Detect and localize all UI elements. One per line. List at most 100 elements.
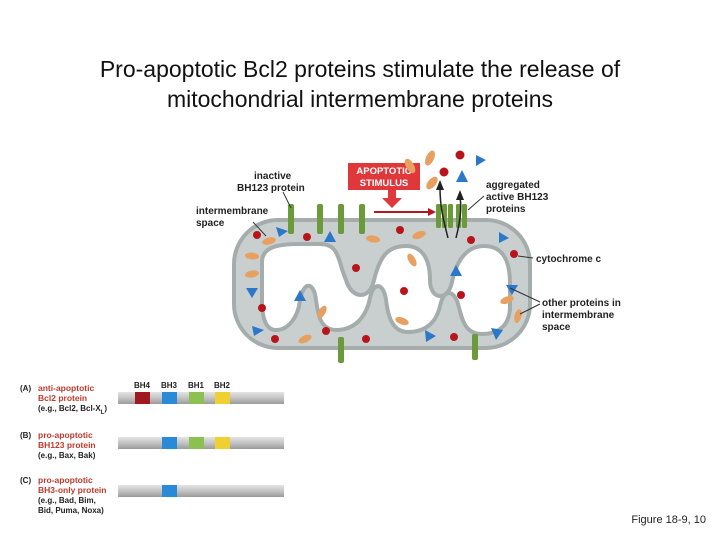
cytochrome-c bbox=[457, 291, 465, 299]
legend-b-letter: (B) bbox=[20, 431, 31, 440]
domain-bh2 bbox=[215, 437, 230, 449]
legend-b-line3: (e.g., Bax, Bak) bbox=[38, 451, 96, 460]
domain-bh3 bbox=[162, 437, 177, 449]
slide-title-line2: mitochondrial intermembrane proteins bbox=[166, 86, 554, 112]
blue-protein bbox=[476, 155, 486, 166]
blue-protein bbox=[294, 290, 306, 301]
domain-bh2 bbox=[215, 392, 230, 404]
orange-protein bbox=[245, 270, 259, 278]
legend-c-letter: (C) bbox=[20, 476, 31, 485]
orange-protein bbox=[412, 230, 426, 240]
domain-header-bh3: BH3 bbox=[161, 381, 178, 390]
cytochrome-c bbox=[303, 233, 311, 241]
label-inactive-line1: inactive bbox=[254, 171, 292, 182]
cytochrome-c bbox=[352, 264, 360, 272]
cytochrome-c bbox=[467, 236, 475, 244]
stimulus-label-line1: APOPTOTIC bbox=[356, 166, 411, 177]
legend-a-line3: (e.g., Bcl2, Bcl-XL) bbox=[38, 404, 107, 416]
release-arrow bbox=[439, 187, 449, 239]
legend-c-line2: BH3-only protein bbox=[38, 485, 106, 495]
blue-protein bbox=[499, 232, 509, 243]
stimulus-to-pore-arrow-head bbox=[428, 208, 436, 216]
label-other-line2: intermembrane bbox=[542, 310, 615, 321]
domain-bh4 bbox=[135, 392, 150, 404]
protein-bar-c bbox=[118, 485, 284, 497]
legend-a-line2: Bcl2 protein bbox=[38, 393, 87, 403]
label-other-line3: space bbox=[542, 322, 571, 333]
blue-protein bbox=[276, 227, 288, 237]
inactive-bh123-protein bbox=[338, 204, 344, 234]
leader-other-proteins bbox=[509, 287, 541, 303]
figure-caption: Figure 18-9, 10 bbox=[631, 514, 706, 526]
legend-c-line3: (e.g., Bad, Bim, bbox=[38, 496, 96, 505]
inactive-bh123-protein bbox=[359, 204, 365, 234]
orange-protein bbox=[407, 253, 417, 267]
cytochrome-c bbox=[322, 327, 330, 335]
cytochrome-c bbox=[455, 150, 465, 160]
cytochrome-c bbox=[450, 333, 458, 341]
orange-protein bbox=[366, 235, 380, 243]
domain-header-bh1: BH1 bbox=[188, 381, 205, 390]
slide-title-line1: Pro-apoptotic Bcl2 proteins stimulate th… bbox=[99, 56, 621, 82]
legend-b-line2: BH123 protein bbox=[38, 440, 96, 450]
orange-protein bbox=[514, 309, 522, 323]
release-arrow bbox=[455, 197, 462, 239]
blue-protein bbox=[252, 326, 264, 336]
legend-b-line1: pro-apoptotic bbox=[38, 430, 93, 440]
slide-title: Pro-apoptotic Bcl2 proteins stimulate th… bbox=[20, 54, 700, 114]
label-intermembrane-line2: space bbox=[196, 218, 225, 229]
leader-aggregated bbox=[467, 195, 485, 211]
orange-protein bbox=[426, 176, 438, 190]
label-aggregated-line3: proteins bbox=[486, 204, 526, 215]
legend-a-line1: anti-apoptotic bbox=[38, 383, 94, 393]
leader-intermembrane bbox=[252, 221, 267, 237]
cytochrome-c bbox=[510, 250, 518, 258]
orange-protein bbox=[317, 305, 327, 319]
inactive-bh123-protein bbox=[338, 337, 344, 363]
domain-bh3 bbox=[162, 392, 177, 404]
cytochrome-c bbox=[362, 335, 370, 343]
release-arrow-head bbox=[456, 190, 464, 200]
label-cytochrome: cytochrome c bbox=[536, 254, 601, 265]
orange-protein bbox=[404, 158, 416, 174]
blue-protein bbox=[491, 328, 503, 340]
cytochrome-c bbox=[258, 304, 266, 312]
leader-inactive bbox=[282, 191, 292, 209]
cytochrome-c bbox=[439, 167, 449, 177]
domain-header-bh2: BH2 bbox=[214, 381, 231, 390]
orange-protein bbox=[262, 237, 276, 245]
cytochrome-c bbox=[271, 335, 279, 343]
inactive-bh123-protein bbox=[472, 334, 478, 360]
blue-protein bbox=[246, 288, 258, 298]
orange-protein bbox=[245, 252, 259, 260]
domain-header-bh4: BH4 bbox=[134, 381, 151, 390]
label-aggregated-line1: aggregated bbox=[486, 180, 540, 191]
blue-protein bbox=[450, 265, 462, 276]
label-other-line1: other proteins in bbox=[542, 298, 621, 309]
blue-protein bbox=[324, 231, 336, 242]
legend-a-letter: (A) bbox=[20, 384, 31, 393]
cytochrome-c bbox=[396, 226, 404, 234]
orange-protein bbox=[298, 334, 312, 344]
cytochrome-c bbox=[400, 287, 408, 295]
orange-protein bbox=[500, 295, 514, 305]
inactive-bh123-protein bbox=[288, 204, 294, 234]
blue-protein bbox=[425, 330, 436, 342]
leader-other-proteins bbox=[519, 303, 541, 315]
legend-c-line1: pro-apoptotic bbox=[38, 475, 93, 485]
cytochrome-c bbox=[253, 231, 261, 239]
domain-bh3 bbox=[162, 485, 177, 497]
blue-protein bbox=[506, 285, 518, 295]
inactive-bh123-protein bbox=[317, 204, 323, 234]
orange-protein bbox=[395, 316, 409, 326]
label-aggregated-line2: active BH123 bbox=[486, 192, 549, 203]
orange-protein bbox=[425, 150, 435, 166]
domain-bh1 bbox=[189, 437, 204, 449]
label-intermembrane-line1: intermembrane bbox=[196, 206, 269, 217]
blue-protein bbox=[456, 170, 468, 182]
stimulus-arrow-head bbox=[382, 198, 402, 208]
release-arrow-head bbox=[436, 180, 444, 190]
legend-c-line4: Bid, Puma, Noxa) bbox=[38, 506, 104, 515]
stimulus-arrow-shaft bbox=[388, 190, 396, 199]
